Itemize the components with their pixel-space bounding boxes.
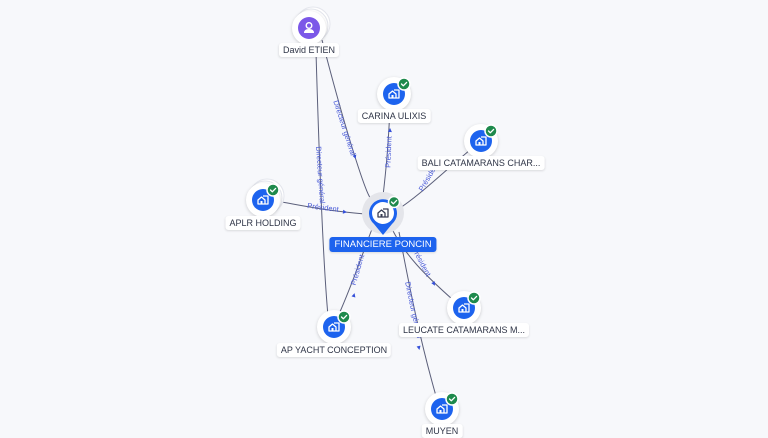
building-icon xyxy=(475,136,487,146)
edge-david-etien-to-ap-yacht-conception[interactable]: Directeur général xyxy=(314,51,329,317)
verified-badge-icon xyxy=(266,183,280,197)
node-carina-ulixis[interactable] xyxy=(377,77,411,111)
building-icon xyxy=(458,303,470,313)
edge-label: Président xyxy=(349,253,367,287)
edge-label: Président xyxy=(307,201,340,214)
node-label-ap-yacht-conception[interactable]: AP YACHT CONCEPTION xyxy=(276,343,392,357)
node-bali-catamarans[interactable] xyxy=(464,124,498,158)
person-icon xyxy=(304,22,314,33)
edge-line[interactable] xyxy=(338,228,373,315)
arrow-icon xyxy=(351,293,356,298)
node-leucate-catamarans[interactable] xyxy=(447,291,481,325)
verified-badge-icon xyxy=(484,124,498,138)
building-icon xyxy=(436,404,448,414)
arrow-icon xyxy=(431,281,435,286)
arrow-icon xyxy=(387,128,392,133)
node-label-carina-ulixis[interactable]: CARINA ULIXIS xyxy=(357,109,431,123)
node-david-etien[interactable] xyxy=(292,6,331,45)
verified-badge-icon xyxy=(467,291,481,305)
node-ap-yacht-conception[interactable] xyxy=(317,310,351,344)
node-label-david-etien[interactable]: David ETIEN xyxy=(278,43,340,57)
building-icon xyxy=(328,322,340,332)
arrow-icon xyxy=(416,345,421,350)
building-icon xyxy=(257,195,269,205)
node-label-aplr-holding[interactable]: APLR HOLDING xyxy=(225,216,301,230)
arrow-icon xyxy=(352,154,357,159)
node-financiere-poncin[interactable] xyxy=(362,192,404,235)
building-icon xyxy=(377,208,389,218)
node-muyen[interactable] xyxy=(425,392,459,426)
node-label-bali-catamarans[interactable]: BALI CATAMARANS CHAR... xyxy=(417,156,545,170)
verified-badge-icon xyxy=(445,392,459,406)
arrow-icon xyxy=(342,209,347,214)
node-label-financiere-poncin[interactable]: FINANCIERE PONCIN xyxy=(329,237,437,252)
verified-badge-icon xyxy=(337,310,351,324)
verified-badge-icon xyxy=(397,77,411,91)
edge-line[interactable] xyxy=(391,228,453,300)
edge-label: Président xyxy=(383,135,393,168)
edge-label: Directeur général xyxy=(314,146,327,204)
node-label-muyen[interactable]: MUYEN xyxy=(421,424,463,438)
building-icon xyxy=(388,89,400,99)
nodes-layer xyxy=(246,6,498,426)
edge-aplr-holding-to-financiere-poncin[interactable]: Président xyxy=(275,200,366,215)
verified-badge-icon xyxy=(387,195,401,209)
node-label-leucate-catamarans[interactable]: LEUCATE CATAMARANS M... xyxy=(398,323,530,337)
node-aplr-holding[interactable] xyxy=(246,178,285,217)
edge-line[interactable] xyxy=(315,51,329,317)
edge-label: Directeur général xyxy=(331,99,357,157)
